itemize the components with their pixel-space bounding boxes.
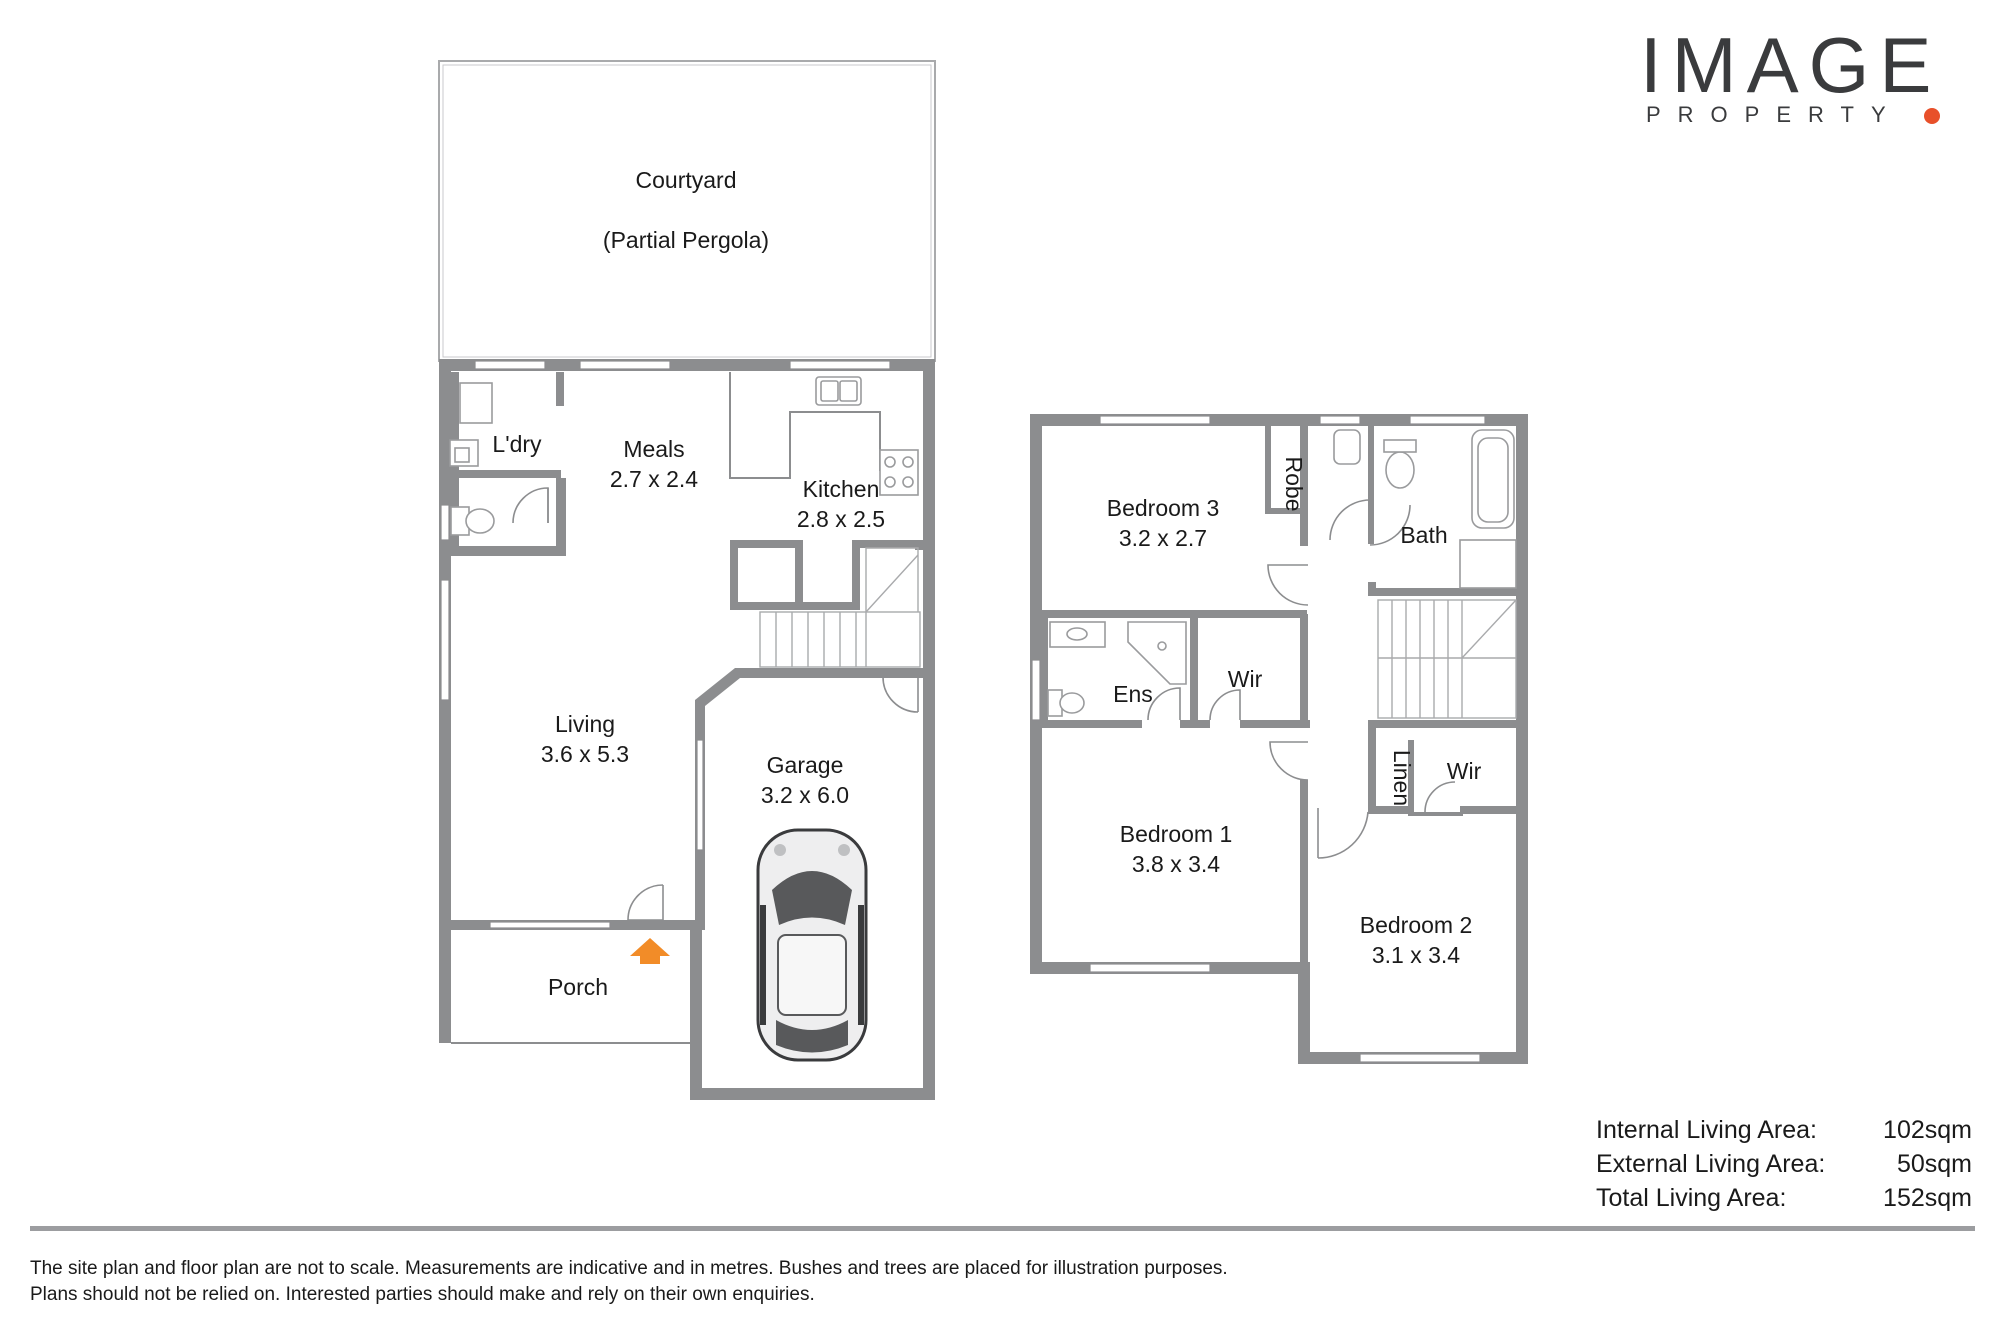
upper-floor-plan: Bedroom 3 3.2 x 2.7 Robe Bath Ens Wir Be… — [1030, 414, 1528, 1064]
area-label: Internal Living Area: — [1596, 1116, 1817, 1144]
upper-floor-doors — [1147, 499, 1456, 859]
disclaimer-line-2: Plans should not be relied on. Intereste… — [30, 1284, 815, 1305]
courtyard-label: Courtyard — [636, 167, 737, 193]
ground-floor-windows — [440, 360, 891, 929]
ground-stairs — [759, 547, 921, 713]
kitchen-size: 2.8 x 2.5 — [797, 506, 885, 532]
bedroom3-label: Bedroom 3 — [1107, 495, 1220, 521]
disclaimer-line-1: The site plan and floor plan are not to … — [30, 1258, 1228, 1279]
kitchen-fixtures — [729, 372, 919, 496]
area-row-external: External Living Area: 50sqm — [1592, 1150, 1972, 1184]
area-label: Total Living Area: — [1596, 1184, 1787, 1212]
disclaimer: The site plan and floor plan are not to … — [30, 1256, 1228, 1308]
garage-label: Garage — [767, 752, 844, 778]
bath-label: Bath — [1400, 522, 1447, 548]
meals-size: 2.7 x 2.4 — [610, 466, 698, 492]
area-summary: Internal Living Area: 102sqm External Li… — [1592, 1116, 1972, 1218]
living-label: Living — [555, 711, 615, 737]
area-value: 102sqm — [1883, 1116, 1972, 1144]
wir2-label: Wir — [1447, 758, 1482, 784]
living-size: 3.6 x 5.3 — [541, 741, 629, 767]
bedroom2-size: 3.1 x 3.4 — [1372, 942, 1460, 968]
ground-floor-plan: Courtyard (Partial Pergola) L'dry Meals … — [438, 60, 936, 1100]
laundry-fixtures — [449, 382, 549, 536]
kitchen-label: Kitchen — [803, 476, 880, 502]
wir1-label: Wir — [1228, 666, 1263, 692]
bedroom1-label: Bedroom 1 — [1120, 821, 1233, 847]
upper-stairs — [1377, 599, 1517, 719]
linen-label: Linen — [1389, 750, 1415, 806]
entry-door — [627, 884, 664, 921]
upper-floor-windows — [1031, 415, 1486, 1063]
porch-label: Porch — [548, 974, 608, 1000]
area-row-total: Total Living Area: 152sqm — [1592, 1184, 1972, 1218]
car-icon — [756, 828, 868, 1062]
area-row-internal: Internal Living Area: 102sqm — [1592, 1116, 1972, 1150]
ensuite-label: Ens — [1113, 681, 1153, 707]
courtyard-note: (Partial Pergola) — [603, 227, 769, 253]
entry-arrow-icon — [630, 938, 670, 964]
divider — [30, 1226, 1975, 1231]
area-value: 50sqm — [1896, 1150, 1972, 1178]
bathroom-fixtures — [1047, 429, 1517, 717]
bedroom2-label: Bedroom 2 — [1360, 912, 1473, 938]
meals-label: Meals — [623, 436, 684, 462]
bedroom3-size: 3.2 x 2.7 — [1119, 525, 1207, 551]
brand-dot-icon — [1924, 108, 1940, 124]
area-value: 152sqm — [1883, 1184, 1972, 1212]
garage-size: 3.2 x 6.0 — [761, 782, 849, 808]
brand-tagline: PROPERTY — [1646, 102, 1903, 127]
laundry-label: L'dry — [492, 431, 542, 457]
brand-name: IMAGE — [1640, 21, 1942, 109]
robe-label: Robe — [1281, 457, 1307, 512]
area-label: External Living Area: — [1596, 1150, 1826, 1178]
courtyard-outline — [438, 60, 936, 362]
bedroom1-size: 3.8 x 3.4 — [1132, 851, 1220, 877]
